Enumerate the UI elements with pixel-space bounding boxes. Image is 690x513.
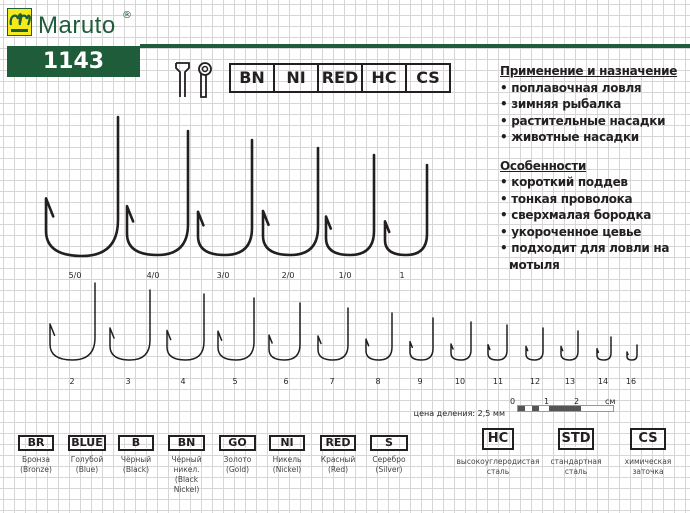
coating-description: Чёрный(Black) [120,455,152,474]
hook-size-16 [626,344,638,361]
coating-code-s: S [370,435,408,451]
hook-size-6 [268,302,301,361]
coating-description: Голубой(Blue) [70,455,104,474]
hook-size-3 [109,289,151,361]
hook-size-7 [317,307,349,361]
info-panel: Применение и назначение • поплавочная ло… [500,63,689,273]
coating-code-go: GO [219,435,256,451]
usage-item: • поплавочная ловля [500,80,642,95]
scale-tick: 1 [544,397,550,406]
feature-item: • укороченное цевье [500,224,642,239]
usage-item: • зимняя рыбалка [500,97,622,111]
material-code-std: STD [558,428,594,450]
code-red: RED [319,65,363,91]
code-bn: BN [231,65,275,91]
feature-codes: BN NI RED HC CS [229,63,451,93]
size-label: 10 [454,377,466,386]
size-label: 4/0 [146,271,160,280]
hook-size-1-0 [324,153,376,257]
usage-item: • растительные насадки [500,113,666,128]
model-number: 1143 [7,46,140,77]
size-label: 13 [564,377,576,386]
code-ni: NI [275,65,319,91]
header-divider [140,44,690,48]
usage-title: Применение и назначение [500,64,678,78]
feature-item: • тонкая проволока [500,191,633,206]
size-label: 14 [597,377,609,386]
size-label: 6 [283,377,289,386]
coating-description: Никель(Nickel) [272,455,302,474]
spade-end-icon [175,62,190,97]
material-code-cs: CS [630,428,666,450]
coating-description: Бронза(Bronze) [20,455,52,474]
hook-size-12 [525,327,544,361]
hook-size-10 [450,321,472,361]
ring-eye-icon [198,62,212,98]
size-label: 12 [529,377,541,386]
scale-unit: см [605,397,616,406]
feature-item: • сверхмалая бородка [500,208,652,222]
features-title: Особенности [500,158,587,173]
registered-mark: ® [122,10,132,21]
coating-code-br: BR [18,435,54,451]
hook-size-2 [49,282,96,361]
hook-size-11 [487,324,508,361]
scale-tick: 0 [510,397,516,406]
coating-code-red: RED [320,435,356,451]
size-label: 1 [399,271,405,280]
size-label: 7 [329,377,335,386]
hook-size-13 [560,330,579,361]
hook-size-8 [365,312,393,361]
coating-description: Серебро(Silver) [372,455,406,474]
hook-size-14 [596,336,612,361]
usage-item: • животные насадки [500,130,639,144]
size-label: 1/0 [338,271,352,280]
hook-size-4 [166,293,205,361]
size-label: 2/0 [281,271,295,280]
size-label: 8 [375,377,381,386]
coating-description: Красный(Red) [320,455,356,474]
size-label: 2 [69,377,75,386]
size-label: 5/0 [68,271,82,280]
scale-tick: 2 [574,397,580,406]
coating-description: Золото(Gold) [223,455,252,474]
hook-size-5-0 [44,115,120,258]
size-label: 16 [625,377,637,386]
coating-code-ni: NI [269,435,305,451]
coating-code-bn: BN [168,435,205,451]
coating-code-b: B [118,435,154,451]
size-label: 9 [417,377,423,386]
hook-size-3-0 [196,138,254,257]
code-cs: CS [416,68,440,87]
size-label: 5 [232,377,238,386]
hook-size-9 [409,317,434,361]
coating-code-blue: BLUE [68,435,106,451]
code-hc: HC [363,65,407,91]
hook-size-2-0 [261,146,320,257]
size-label: 3 [125,377,131,386]
feature-item: • короткий поддев [500,175,628,189]
brand-name: Maruto [38,12,116,39]
hook-size-1 [383,163,429,257]
material-code-hc: HC [482,428,514,450]
scale-bar [517,405,614,412]
hook-size-4-0 [125,129,190,257]
maruto-logo [7,8,32,36]
size-label: 11 [492,377,504,386]
size-label: 4 [180,377,186,386]
scale-label: цена деления: 2,5 мм [413,409,505,418]
feature-item: • подходит для ловли на мотыля [500,241,670,272]
hook-size-5 [217,297,255,361]
size-label: 3/0 [216,271,230,280]
